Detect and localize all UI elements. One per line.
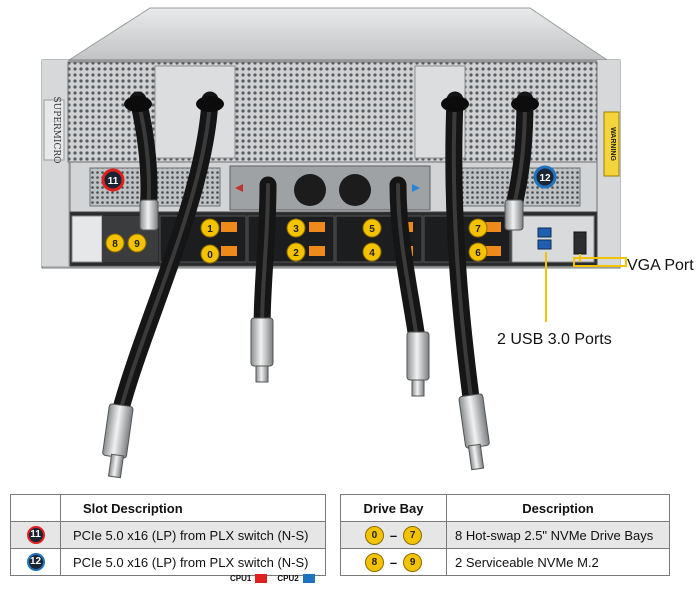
bay-badge-5: 5 (369, 224, 375, 235)
bay-badge-8: 8 (112, 239, 118, 250)
server-rear-diagram: SUPERMICRO WARNING (41, 7, 694, 479)
bay-badge-7: 7 (475, 224, 481, 235)
bay-range-start-badge: 8 (364, 552, 384, 572)
slot-12-badge: 12 (533, 165, 557, 189)
warning-label: WARNING (609, 127, 616, 161)
server-illustration: SUPERMICRO WARNING (41, 7, 627, 479)
slot-description-cell: PCIe 5.0 x16 (LP) from PLX switch (N-S) (60, 521, 326, 549)
bay-range-start-badge: 0 (364, 525, 384, 545)
table-row: 12 PCIe 5.0 x16 (LP) from PLX switch (N-… (10, 548, 326, 576)
vga-leader-box (573, 257, 627, 267)
bay-range-end-badge: 7 (403, 525, 423, 545)
callout-lines (545, 252, 627, 322)
slot-12-table-badge: 12 (26, 553, 45, 571)
slot-table-header-description: Slot Description (60, 494, 326, 522)
slot-cell: 12 (10, 548, 61, 576)
drive-bay-table: Drive Bay Description 0–7 8 Hot-swap 2.5… (340, 494, 670, 576)
table-row: 8–9 2 Serviceable NVMe M.2 (340, 548, 670, 576)
slot-cell: 11 (10, 521, 61, 549)
chassis-top (64, 7, 612, 63)
slot-description-cell: PCIe 5.0 x16 (LP) from PLX switch (N-S) (60, 548, 326, 576)
quick-disconnect-fittings (102, 199, 524, 479)
bay-badge-1: 1 (207, 224, 213, 235)
cpu-legend: CPU1 CPU2 (230, 574, 315, 583)
bay-badges: 1 0 3 2 5 4 7 6 8 9 (105, 218, 488, 264)
usb-ports-callout: 2 USB 3.0 Ports (497, 331, 612, 348)
bay-range-end-badge: 9 (403, 552, 423, 572)
bay-badge-4: 4 (369, 248, 375, 259)
bay-description-cell: 8 Hot-swap 2.5" NVMe Drive Bays (446, 521, 670, 549)
table-row: 11 PCIe 5.0 x16 (LP) from PLX switch (N-… (10, 521, 326, 549)
bay-badge-6: 6 (475, 248, 481, 259)
slot-11-label: 11 (108, 176, 119, 187)
range-dash: – (389, 527, 398, 543)
slot-11-badge: 11 (101, 168, 125, 192)
bay-table-header-bay: Drive Bay (340, 494, 447, 522)
cpu2-color-swatch (302, 574, 315, 583)
bay-badge-9: 9 (134, 239, 140, 250)
slot-table-header-row: Slot Description (10, 494, 326, 522)
range-dash: – (389, 554, 398, 570)
bay-range-cell: 0–7 (340, 521, 447, 549)
bay-badge-2: 2 (293, 248, 299, 259)
slot-12-label: 12 (539, 173, 551, 184)
slot-11-table-badge: 11 (26, 526, 45, 544)
bay-table-header-description: Description (446, 494, 670, 522)
bay-badge-3: 3 (293, 224, 299, 235)
bay-table-header-row: Drive Bay Description (340, 494, 670, 522)
vga-port-callout: VGA Port (627, 257, 694, 274)
bay-badge-0: 0 (207, 250, 213, 261)
coolant-hoses (109, 91, 539, 429)
bay-description-cell: 2 Serviceable NVMe M.2 (446, 548, 670, 576)
brand-logo: SUPERMICRO (51, 97, 61, 164)
cpu1-color-swatch (255, 574, 268, 583)
slot-description-table: Slot Description 11 PCIe 5.0 x16 (LP) fr… (10, 494, 326, 576)
slot-table-header-blank (10, 494, 61, 522)
cpu1-legend-label: CPU1 (230, 574, 252, 583)
table-row: 0–7 8 Hot-swap 2.5" NVMe Drive Bays (340, 521, 670, 549)
cpu2-legend-label: CPU2 (277, 574, 299, 583)
bay-range-cell: 8–9 (340, 548, 447, 576)
